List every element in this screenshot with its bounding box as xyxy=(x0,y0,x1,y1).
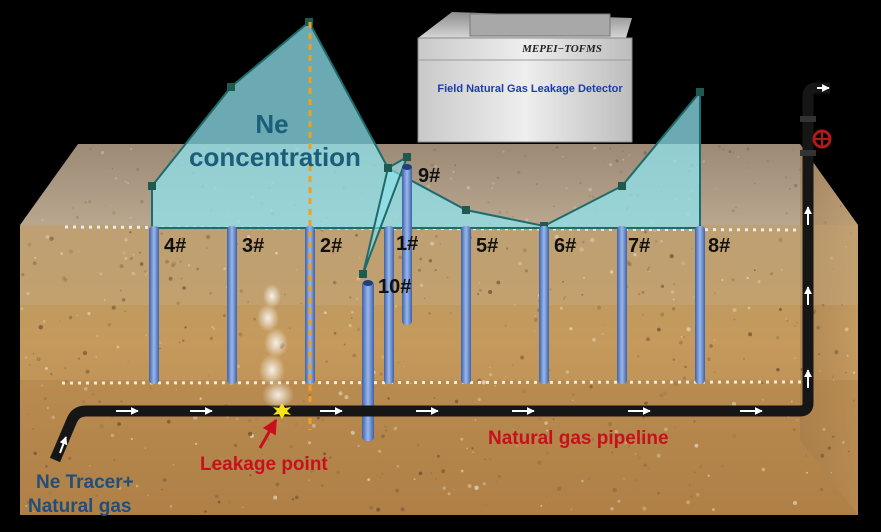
marker-1 xyxy=(384,164,392,172)
well-label-3: 3# xyxy=(242,235,264,257)
well-7 xyxy=(617,226,627,384)
leak-pointer-arrow xyxy=(258,418,278,449)
marker-3 xyxy=(227,83,235,91)
marker-10 xyxy=(359,270,367,278)
marker-7 xyxy=(618,182,626,190)
well-label-5: 5# xyxy=(476,235,498,257)
device-title: Field Natural Gas Leakage Detector xyxy=(437,83,623,95)
sampling-wells xyxy=(149,164,705,441)
natural-gas-pipeline xyxy=(49,82,830,463)
well-label-9: 9# xyxy=(418,165,440,187)
soil-texture xyxy=(20,145,856,513)
flow-arrows xyxy=(59,84,830,454)
well-10 xyxy=(362,281,374,441)
device-brand: MEPEI−TOFMS xyxy=(521,43,602,55)
ne-branch-line xyxy=(362,154,409,275)
gas-plume xyxy=(257,284,294,409)
leak-point-icon xyxy=(273,403,291,419)
well-label-6: 6# xyxy=(554,235,576,257)
well-9 xyxy=(402,165,412,325)
well-6 xyxy=(539,226,549,384)
well-2 xyxy=(305,226,315,384)
well-1 xyxy=(384,226,394,384)
well-label-7: 7# xyxy=(628,235,650,257)
well-3 xyxy=(227,226,237,384)
pipeline-label: Natural gas pipeline xyxy=(488,428,669,449)
well-9-cap xyxy=(402,164,412,170)
well-label-1: 1# xyxy=(396,233,418,255)
marker-9 xyxy=(403,153,411,161)
soil-right-face xyxy=(800,144,858,515)
well-label-8: 8# xyxy=(708,235,730,257)
gas-leakage-detector: MEPEI−TOFMS Field Natural Gas Leakage De… xyxy=(417,12,633,143)
valve-icon xyxy=(800,116,832,156)
soil-band-upper xyxy=(20,225,858,305)
well-5 xyxy=(461,226,471,384)
soil-band-lower xyxy=(20,380,858,515)
tracer-label-line1: Ne Tracer+ xyxy=(36,472,134,493)
well-4 xyxy=(149,226,159,384)
well-10-cap xyxy=(363,280,373,286)
leak-label: Leakage point xyxy=(200,454,328,475)
well-label-4: 4# xyxy=(164,235,186,257)
well-label-10: 10# xyxy=(378,276,411,298)
well-8 xyxy=(695,226,705,384)
ne-label-line1: Ne xyxy=(255,109,288,139)
marker-5 xyxy=(462,206,470,214)
marker-8 xyxy=(696,88,704,96)
well-label-2: 2# xyxy=(320,235,342,257)
tracer-label-line2: Natural gas xyxy=(28,496,131,517)
marker-4 xyxy=(148,182,156,190)
ne-label-line2: concentration xyxy=(189,142,361,172)
